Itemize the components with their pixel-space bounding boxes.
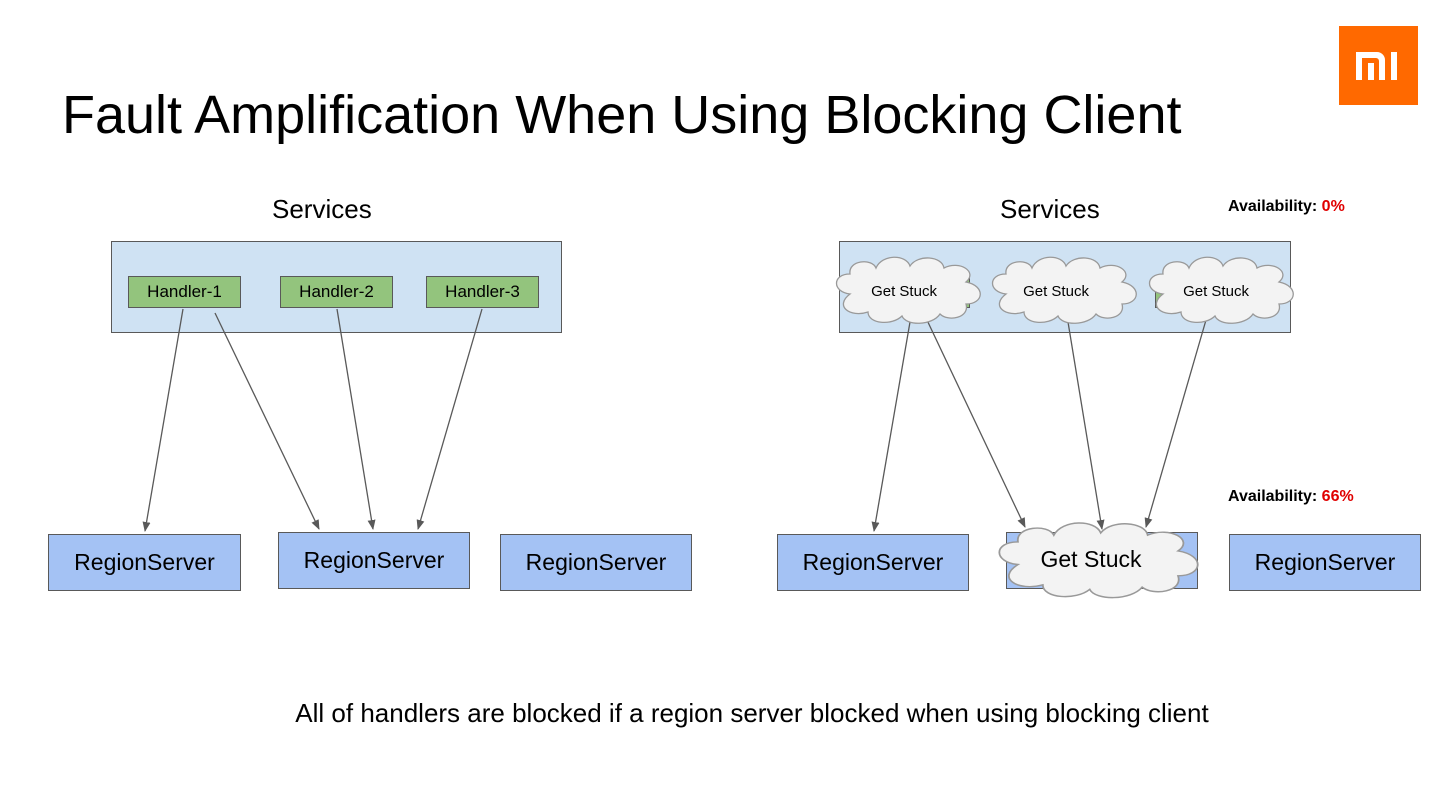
region-server-box: RegionServer (278, 532, 470, 589)
arrow (142, 308, 184, 532)
availability-label: Availability: (1228, 198, 1318, 215)
right-arrows (871, 317, 1207, 532)
stuck-cloud: Get Stuck (1148, 256, 1294, 324)
cloud-label: Get Stuck (871, 283, 937, 300)
arrow (336, 308, 376, 530)
stuck-cloud: Get Stuck (991, 256, 1137, 324)
availability-value: 0% (1321, 198, 1345, 215)
arrow (871, 321, 911, 532)
region-server-box: RegionServer (48, 534, 241, 591)
region-server-box: RegionServer (1229, 534, 1421, 591)
stuck-cloud: Get Stuck (835, 256, 981, 324)
arrow (416, 308, 483, 530)
arrow (1067, 321, 1105, 530)
services-label-right: Services (1000, 194, 1100, 224)
cloud-label-region: Get Stuck (1041, 546, 1142, 572)
availability-value: 66% (1321, 488, 1354, 505)
services-label-left: Services (272, 194, 372, 224)
slide-title: Fault Amplification When Using Blocking … (62, 85, 1182, 145)
handler-box: Handler-2 (280, 276, 393, 308)
arrow (925, 317, 1026, 528)
cloud-label: Get Stuck (1023, 283, 1089, 300)
mi-logo-icon (1339, 26, 1418, 105)
availability-region: Availability: 66% (1228, 488, 1354, 506)
arrow (214, 312, 320, 530)
region-server-box: RegionServer (777, 534, 969, 591)
handler-box: Handler-1 (128, 276, 241, 308)
arrow (1144, 319, 1207, 528)
slide-caption: All of handlers are blocked if a region … (295, 698, 1209, 728)
availability-label: Availability: (1228, 488, 1318, 505)
availability-services: Availability: 0% (1228, 198, 1345, 216)
left-arrows (142, 308, 483, 532)
cloud-label: Get Stuck (1183, 283, 1249, 300)
handler-box: Handler-3 (426, 276, 539, 308)
region-server-box: RegionServer (500, 534, 692, 591)
